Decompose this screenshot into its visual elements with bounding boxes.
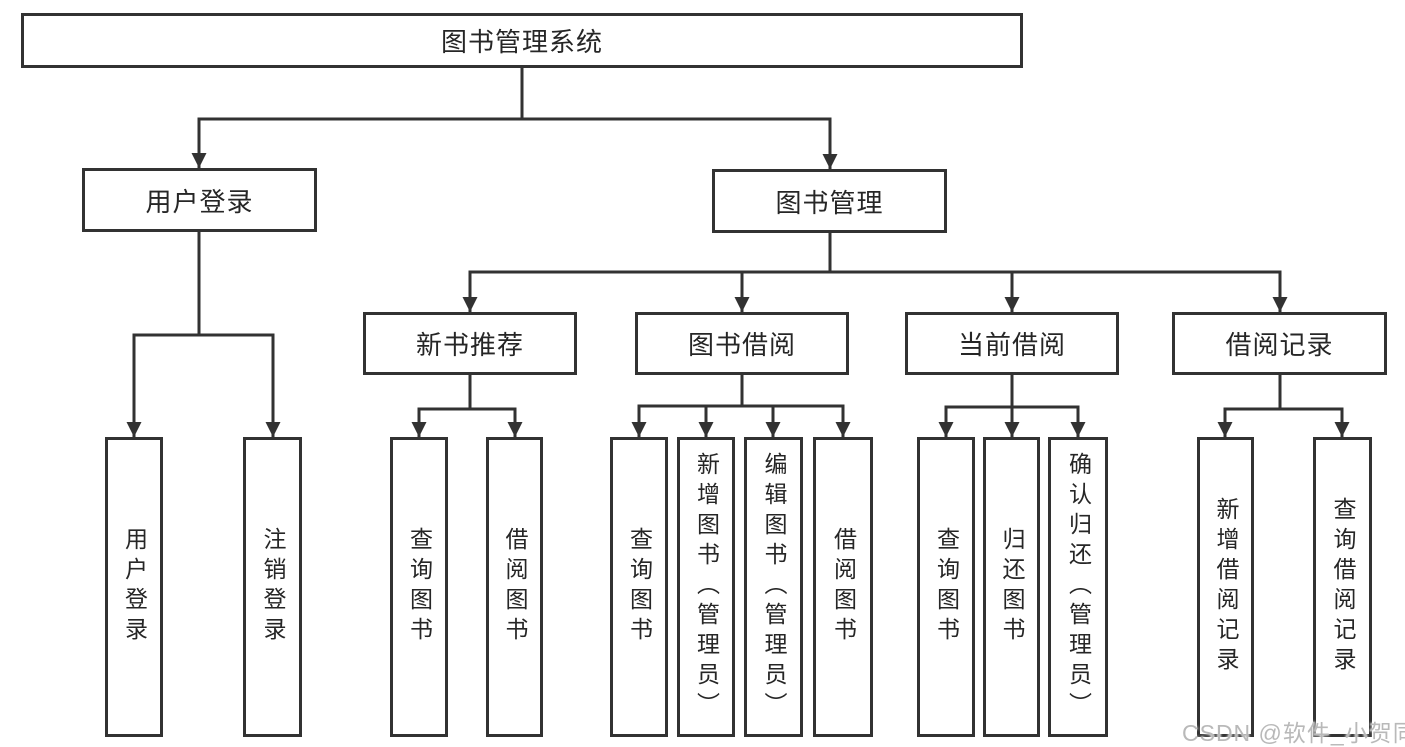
node-root-system: 图书管理系统 xyxy=(21,13,1023,68)
leaf-query-book-current: 查询图书 xyxy=(917,437,975,737)
leaf-query-book-borrow-label: 查询图书 xyxy=(626,527,653,647)
leaf-add-book-admin: 新增图书（管理员） xyxy=(677,437,735,737)
leaf-edit-book-admin: 编辑图书（管理员） xyxy=(744,437,803,737)
csdn-watermark: CSDN @软件_小贺同学 xyxy=(1182,720,1405,746)
node-user-login-group: 用户登录 xyxy=(82,168,317,232)
leaf-add-borrow-record: 新增借阅记录 xyxy=(1197,437,1254,737)
node-root-system-label: 图书管理系统 xyxy=(440,27,603,57)
node-current-borrow: 当前借阅 xyxy=(905,312,1119,375)
node-borrow-records-label: 借阅记录 xyxy=(1225,330,1334,360)
leaf-query-book-recommend: 查询图书 xyxy=(390,437,448,737)
node-new-book-recommend: 新书推荐 xyxy=(363,312,577,375)
leaf-query-book-recommend-label: 查询图书 xyxy=(406,527,433,647)
leaf-confirm-return-admin-label: 确认归还（管理员） xyxy=(1065,452,1092,722)
leaf-confirm-return-admin: 确认归还（管理员） xyxy=(1048,437,1108,737)
leaf-borrow-book-recommend: 借阅图书 xyxy=(486,437,543,737)
leaf-query-book-current-label: 查询图书 xyxy=(933,527,960,647)
leaf-borrow-book-label: 借阅图书 xyxy=(830,527,857,647)
node-current-borrow-label: 当前借阅 xyxy=(957,330,1066,360)
leaf-query-borrow-record: 查询借阅记录 xyxy=(1313,437,1372,737)
leaf-borrow-book: 借阅图书 xyxy=(813,437,873,737)
leaf-edit-book-admin-label: 编辑图书（管理员） xyxy=(761,452,787,722)
node-book-borrow-label: 图书借阅 xyxy=(687,330,796,360)
leaf-add-borrow-record-label: 新增借阅记录 xyxy=(1213,497,1239,677)
node-book-borrow: 图书借阅 xyxy=(635,312,849,375)
node-borrow-records: 借阅记录 xyxy=(1172,312,1387,375)
node-user-login-group-label: 用户登录 xyxy=(145,186,254,217)
leaf-borrow-book-recommend-label: 借阅图书 xyxy=(502,527,528,647)
leaf-query-borrow-record-label: 查询借阅记录 xyxy=(1330,497,1356,677)
node-book-management: 图书管理 xyxy=(712,169,947,233)
leaf-return-book: 归还图书 xyxy=(983,437,1040,737)
leaf-logout: 注销登录 xyxy=(243,437,302,737)
leaf-user-login: 用户登录 xyxy=(105,437,163,737)
leaf-add-book-admin-label: 新增图书（管理员） xyxy=(693,452,720,722)
node-new-book-recommend-label: 新书推荐 xyxy=(415,330,524,360)
leaf-logout-label: 注销登录 xyxy=(260,527,286,647)
node-book-management-label: 图书管理 xyxy=(775,187,884,218)
leaf-return-book-label: 归还图书 xyxy=(999,527,1025,647)
leaf-query-book-borrow: 查询图书 xyxy=(610,437,668,737)
leaf-user-login-label: 用户登录 xyxy=(121,527,148,647)
